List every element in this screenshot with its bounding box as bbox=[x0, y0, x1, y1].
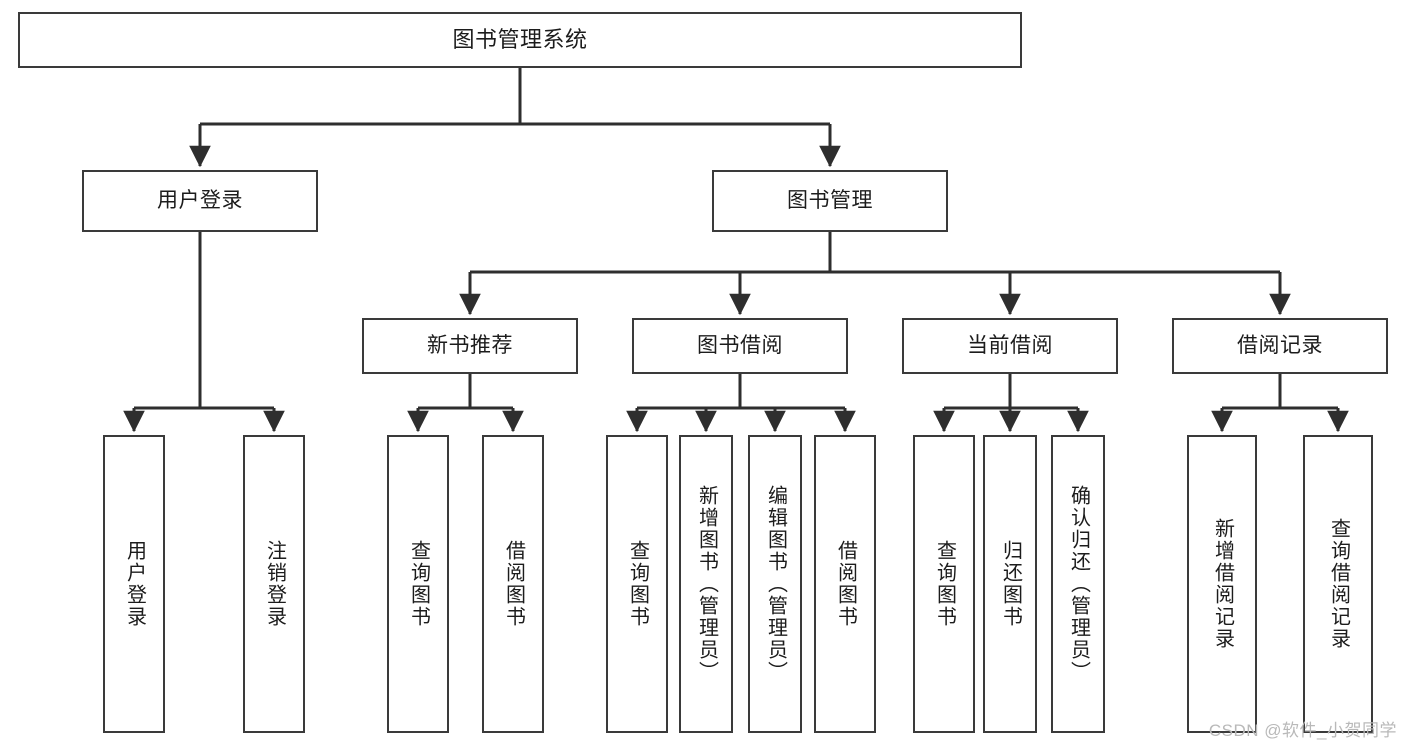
node-book-borrow[interactable]: 图书借阅 bbox=[632, 318, 848, 374]
node-label: 图书借阅 bbox=[697, 333, 783, 357]
node-label: 新增图书（管理员） bbox=[695, 485, 718, 683]
csdn-watermark: CSDN @软件_小贺同学 bbox=[1208, 721, 1397, 740]
node-label: 图书管理系统 bbox=[452, 27, 588, 53]
leaf-query-book-recommend[interactable]: 查询图书 bbox=[387, 435, 449, 733]
node-borrow-record[interactable]: 借阅记录 bbox=[1172, 318, 1388, 374]
node-label: 查询图书 bbox=[933, 540, 956, 628]
node-label: 当前借阅 bbox=[967, 333, 1053, 357]
node-label: 确认归还（管理员） bbox=[1067, 485, 1090, 683]
leaf-query-borrow-record[interactable]: 查询借阅记录 bbox=[1303, 435, 1373, 733]
leaf-return-book[interactable]: 归还图书 bbox=[983, 435, 1037, 733]
leaf-query-book-current[interactable]: 查询图书 bbox=[913, 435, 975, 733]
node-label: 新增借阅记录 bbox=[1211, 518, 1234, 650]
node-label: 注销登录 bbox=[263, 540, 286, 628]
node-label: 借阅图书 bbox=[834, 540, 857, 628]
node-book-management-system[interactable]: 图书管理系统 bbox=[18, 12, 1022, 68]
node-label: 编辑图书（管理员） bbox=[764, 485, 787, 683]
node-user-login[interactable]: 用户登录 bbox=[82, 170, 318, 232]
leaf-add-borrow-record[interactable]: 新增借阅记录 bbox=[1187, 435, 1257, 733]
node-current-borrow[interactable]: 当前借阅 bbox=[902, 318, 1118, 374]
leaf-confirm-return-admin[interactable]: 确认归还（管理员） bbox=[1051, 435, 1105, 733]
node-book-management[interactable]: 图书管理 bbox=[712, 170, 948, 232]
node-label: 归还图书 bbox=[999, 540, 1022, 628]
leaf-query-book-borrow[interactable]: 查询图书 bbox=[606, 435, 668, 733]
node-label: 新书推荐 bbox=[427, 333, 513, 357]
node-label: 用户登录 bbox=[157, 188, 243, 212]
node-label: 图书管理 bbox=[787, 188, 873, 212]
leaf-add-book-admin[interactable]: 新增图书（管理员） bbox=[679, 435, 733, 733]
node-label: 借阅记录 bbox=[1237, 333, 1323, 357]
leaf-borrow-book-recommend[interactable]: 借阅图书 bbox=[482, 435, 544, 733]
node-new-book-recommend[interactable]: 新书推荐 bbox=[362, 318, 578, 374]
node-label: 借阅图书 bbox=[502, 540, 525, 628]
leaf-user-login[interactable]: 用户登录 bbox=[103, 435, 165, 733]
node-label: 查询借阅记录 bbox=[1327, 518, 1350, 650]
node-label: 查询图书 bbox=[626, 540, 649, 628]
node-label: 查询图书 bbox=[407, 540, 430, 628]
leaf-logout[interactable]: 注销登录 bbox=[243, 435, 305, 733]
leaf-borrow-book[interactable]: 借阅图书 bbox=[814, 435, 876, 733]
node-label: 用户登录 bbox=[123, 540, 146, 628]
leaf-edit-book-admin[interactable]: 编辑图书（管理员） bbox=[748, 435, 802, 733]
